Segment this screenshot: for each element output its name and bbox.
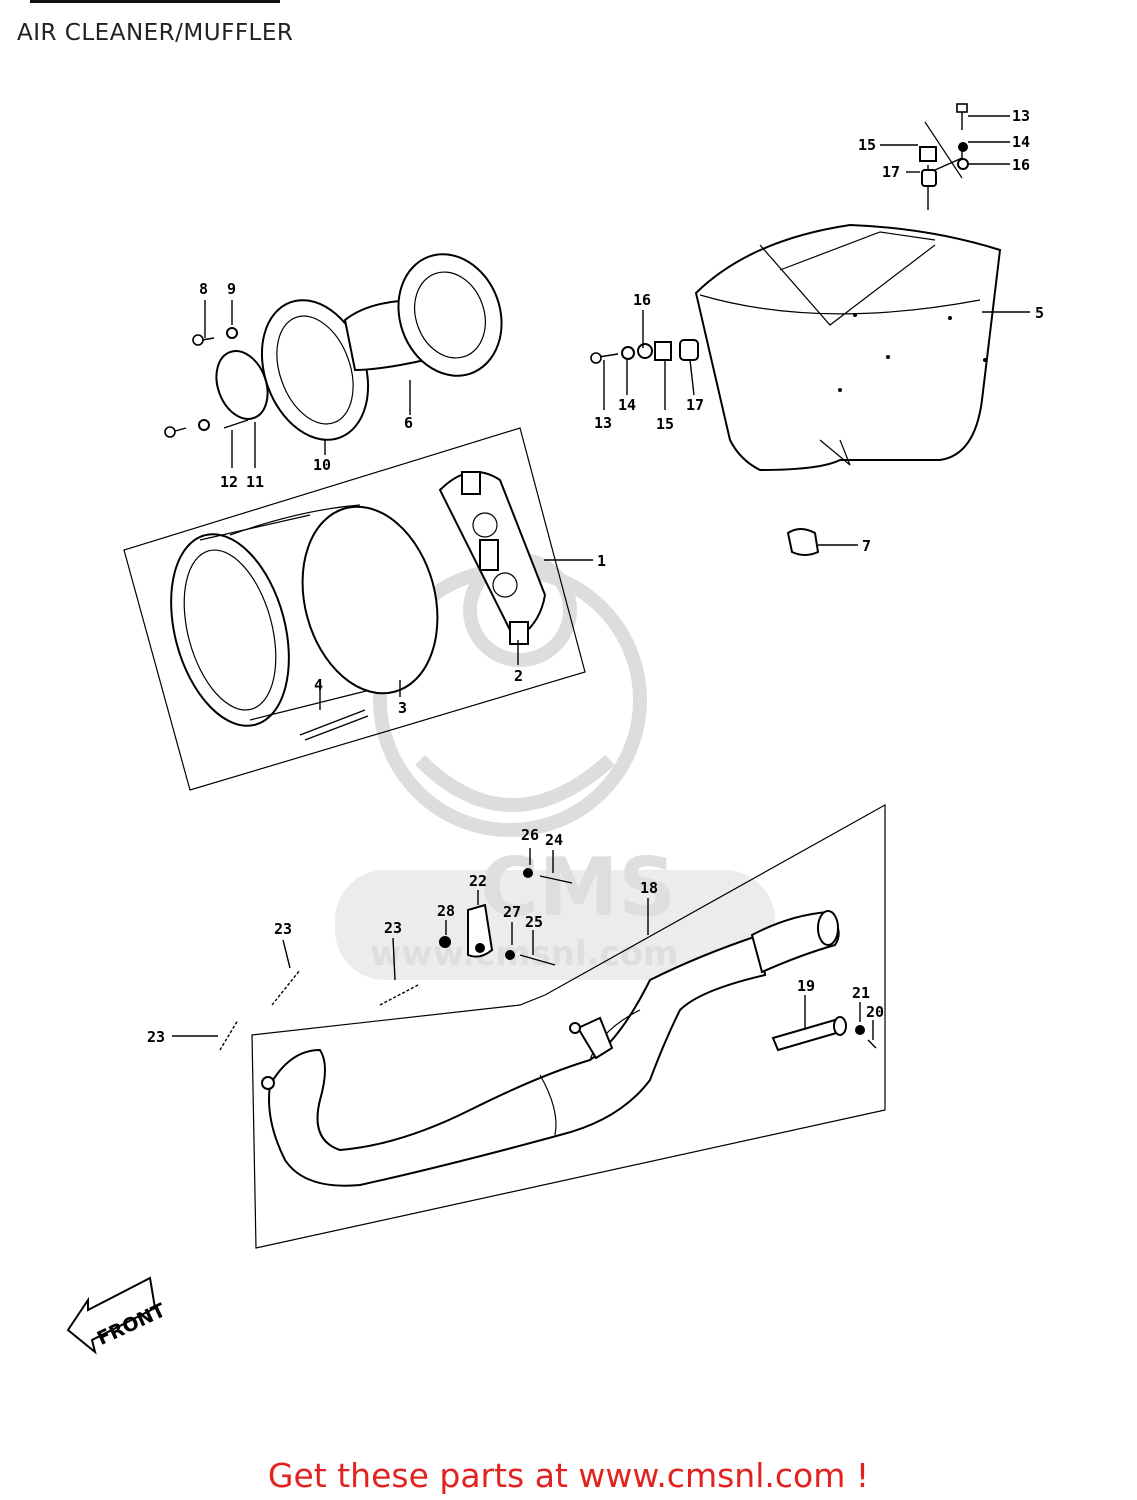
footer-link-text[interactable]: Get these parts at www.cmsnl.com ! — [267, 1456, 870, 1495]
watermark-url: www.cmsnl.com — [370, 934, 679, 974]
callout-19: 19 — [797, 977, 815, 995]
side-cover — [694, 223, 1002, 472]
intake-duct — [260, 253, 503, 441]
air-cleaner-kit-frame — [123, 427, 586, 791]
callout-13-top: 13 — [1012, 107, 1030, 125]
springs — [219, 969, 419, 1051]
callout-17-side: 17 — [686, 396, 704, 414]
watermark-logo: CMS www.cmsnl.com — [335, 553, 775, 980]
callout-13-side: 13 — [594, 414, 612, 432]
callout-16-side: 16 — [633, 291, 651, 309]
callout-9: 9 — [227, 280, 236, 298]
callout-22: 22 — [469, 872, 487, 890]
hose-clamp — [215, 350, 269, 420]
callout-18: 18 — [640, 879, 658, 897]
air-cleaner-plate — [438, 471, 547, 645]
callout-8: 8 — [199, 280, 208, 298]
callout-21: 21 — [852, 984, 870, 1002]
callout-23-lower: 23 — [147, 1028, 165, 1046]
callout-11: 11 — [246, 473, 264, 491]
callout-4: 4 — [314, 676, 323, 694]
callout-15-side: 15 — [656, 415, 674, 433]
cover-fasteners-side — [590, 339, 699, 364]
front-arrow: FRONT — [66, 1276, 169, 1355]
callout-10: 10 — [313, 456, 331, 474]
callout-14-top: 14 — [1012, 133, 1030, 151]
callout-3: 3 — [398, 699, 407, 717]
callout-25: 25 — [525, 913, 543, 931]
watermark-cms: CMS — [480, 841, 676, 934]
grommet — [786, 528, 820, 556]
muffler-bracket — [439, 868, 573, 966]
callout-24: 24 — [545, 831, 563, 849]
intake-fasteners — [164, 327, 249, 438]
callout-12: 12 — [220, 473, 238, 491]
callout-7: 7 — [862, 537, 871, 555]
parts-diagram: CMS www.cmsnl.com — [66, 103, 1044, 1355]
callout-23-middle: 23 — [384, 919, 402, 937]
cover-fasteners-top — [919, 103, 969, 210]
callout-28: 28 — [437, 902, 455, 920]
callout-labels: 1 2 3 4 5 6 7 8 9 10 11 12 13 13 14 14 1… — [147, 107, 1044, 1046]
callout-20: 20 — [866, 1003, 884, 1021]
leader-lines — [172, 115, 1030, 1040]
callout-26: 26 — [521, 826, 539, 844]
callout-14-side: 14 — [618, 396, 636, 414]
muffler-frame — [251, 803, 886, 1249]
callout-6: 6 — [404, 414, 413, 432]
callout-16-top: 16 — [1012, 156, 1030, 174]
callout-23-left: 23 — [274, 920, 292, 938]
callout-27: 27 — [503, 903, 521, 921]
tail-insert — [771, 1016, 877, 1052]
clip-part — [299, 709, 369, 741]
callout-15-top: 15 — [858, 136, 876, 154]
callout-2: 2 — [514, 667, 523, 685]
callout-5: 5 — [1035, 304, 1044, 322]
air-cleaner-element — [170, 504, 439, 727]
callout-17-top: 17 — [882, 163, 900, 181]
callout-1: 1 — [597, 552, 606, 570]
muffler — [261, 910, 840, 1187]
top-rule — [30, 0, 280, 3]
page-title: AIR CLEANER/MUFFLER — [17, 20, 294, 46]
